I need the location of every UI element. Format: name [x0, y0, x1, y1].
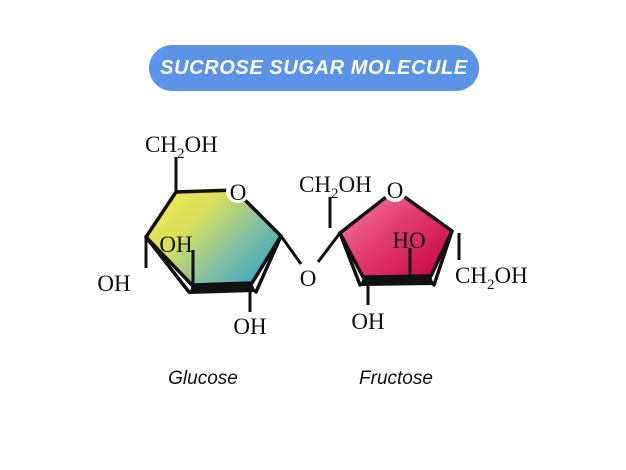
- page-title: SUCROSE SUGAR MOLECULE: [160, 56, 468, 79]
- glucose-left-oh-label: OH: [97, 271, 130, 296]
- bridge-bond-left: [279, 235, 303, 265]
- glucose-inner-oh-label: OH: [159, 232, 192, 257]
- fructose-left-ch2oh-label: CH2OH: [299, 172, 372, 202]
- bridge-bond-right: [316, 232, 342, 263]
- glucose-ring-oxygen-label: O: [230, 180, 247, 205]
- fructose-ring-oxygen-label: O: [387, 178, 404, 203]
- glucose-ch2oh-label: CH2OH: [145, 132, 218, 162]
- glucose-name-label: Glucose: [168, 368, 238, 389]
- fructose-inner-ho-label: HO: [392, 228, 425, 253]
- fructose-bottom-oh-label: OH: [351, 309, 384, 334]
- fructose-name-label: Fructose: [359, 368, 433, 389]
- fructose-front-edge-right: [432, 229, 454, 287]
- glucose-ring-oxygen-gap: [226, 179, 250, 203]
- glycosidic-bridge-group: O: [279, 232, 342, 291]
- glucose-front-edge-left: [144, 235, 191, 294]
- glucose-front-edge-wedge: [189, 283, 256, 294]
- fructose-ring-group: O CH2OH HO CH2OH OH Fructose: [299, 172, 528, 389]
- fructose-front-edge-wedge: [360, 276, 434, 286]
- fructose-right-ch2oh-label: CH2OH: [455, 263, 528, 293]
- bridge-oxygen-label: O: [300, 266, 317, 291]
- title-banner: SUCROSE SUGAR MOLECULE: [149, 45, 479, 91]
- glucose-ring-group: O CH2OH OH OH OH Glucose: [97, 132, 283, 389]
- glucose-front-edge-right: [254, 234, 283, 294]
- fructose-ring-oxygen-gap: [383, 178, 407, 202]
- glucose-bottom-oh-label: OH: [233, 314, 266, 339]
- fructose-front-edge-left: [338, 231, 362, 287]
